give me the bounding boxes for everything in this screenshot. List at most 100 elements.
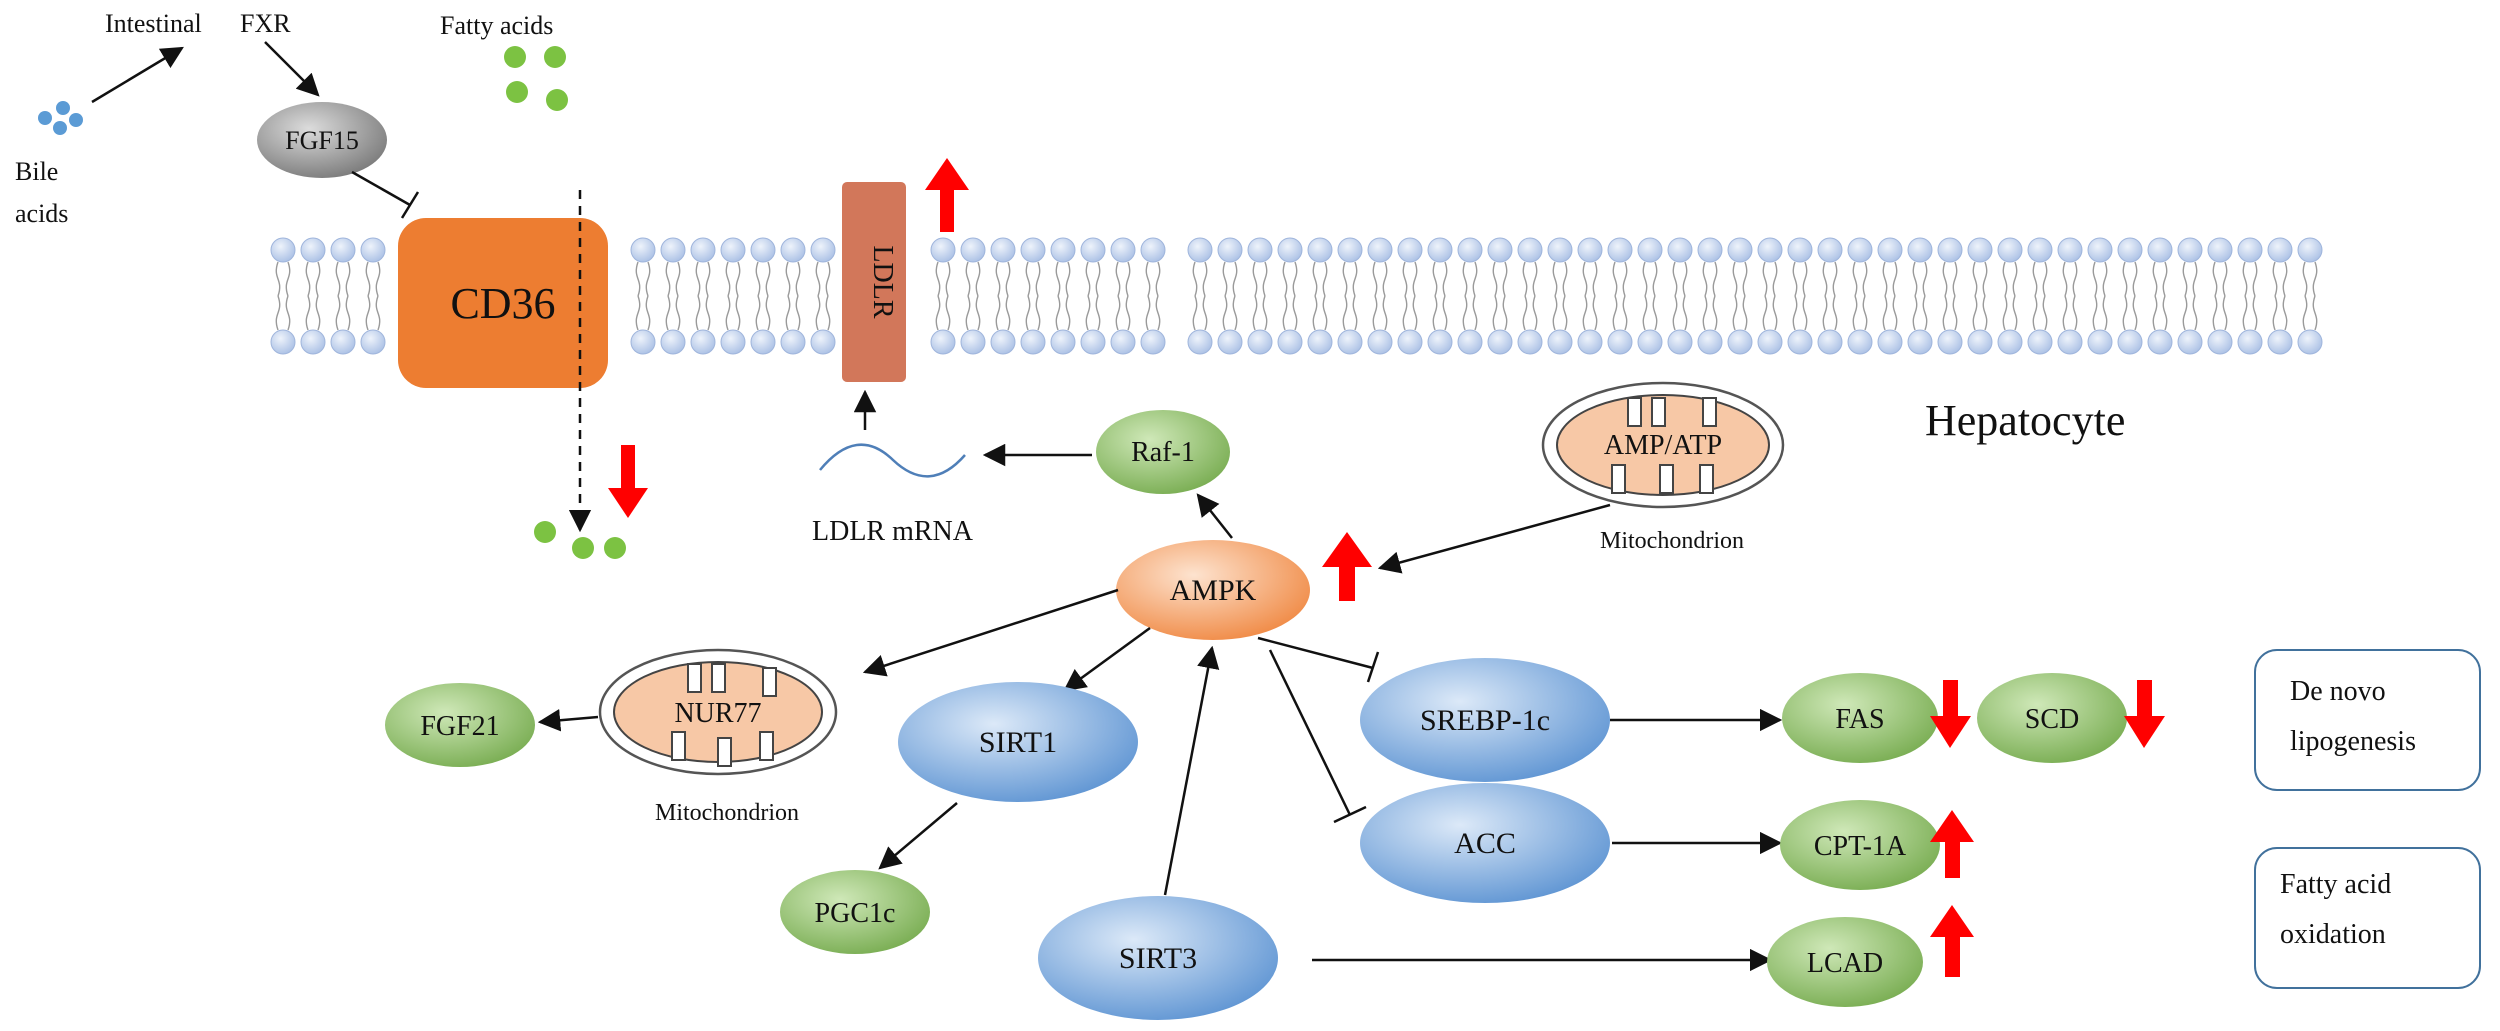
ampk-up-arrow-icon <box>1322 532 1372 601</box>
lipid-head <box>1997 329 2023 355</box>
lipid-tail <box>1582 261 1598 297</box>
lipid-tail <box>1882 261 1898 297</box>
de-novo-line2: lipogenesis <box>2290 726 2416 757</box>
lipid-head <box>810 329 836 355</box>
lipid-tail <box>1672 295 1688 331</box>
lipid-tail <box>1432 261 1448 297</box>
lipid-head <box>1110 237 1136 263</box>
raf1-node <box>1096 410 1230 494</box>
acc-node <box>1360 783 1610 903</box>
lipid-head <box>1577 329 1603 355</box>
lipid-head <box>1817 237 1843 263</box>
lipid-tail <box>1282 261 1298 297</box>
sirt3-label: SIRT3 <box>1119 942 1197 975</box>
ampk-to-nur77-arrow <box>862 588 1119 677</box>
srebp1c-node <box>1360 658 1610 782</box>
lipid-head <box>690 237 716 263</box>
lipid-tail <box>1972 261 1988 297</box>
cd36-transporter <box>398 218 608 388</box>
lipid-head <box>780 329 806 355</box>
lipid-tail <box>1582 295 1598 331</box>
lipid-head <box>1517 329 1543 355</box>
lipid-tail <box>2152 295 2168 331</box>
lipid-head <box>1757 329 1783 355</box>
lipid-head <box>2207 329 2233 355</box>
cpt1a-up-arrow-icon <box>1930 810 1974 878</box>
lipid-tail <box>2182 295 2198 331</box>
lipid-head <box>2237 329 2263 355</box>
lipid-head <box>1187 237 1213 263</box>
bile-to-fxr-arrow <box>91 46 184 104</box>
fatty-acid-dots-bottom <box>534 521 626 559</box>
lipid-tail <box>785 261 801 297</box>
lipid-tail <box>1282 295 1298 331</box>
lipid-tail <box>1702 295 1718 331</box>
lipid-tail <box>2212 261 2228 297</box>
fatty-acid-dots-top <box>504 46 568 111</box>
lipid-tail <box>1312 295 1328 331</box>
lipid-head <box>2087 237 2113 263</box>
lipid-tail <box>1552 295 1568 331</box>
lipid-head <box>270 237 296 263</box>
lipid-head <box>1337 329 1363 355</box>
lipid-tail <box>995 261 1011 297</box>
fao-line1: Fatty acid <box>2280 869 2391 900</box>
sirt1-node <box>898 682 1138 802</box>
lipid-tail <box>335 261 351 297</box>
sirt3-to-ampk-arrow <box>1163 645 1220 896</box>
scd-down-arrow-icon <box>2124 680 2165 748</box>
ampk-inhibit-acc-bar <box>1333 805 1367 824</box>
lipid-tail <box>1612 295 1628 331</box>
lipid-tail <box>2182 261 2198 297</box>
lipid-head <box>750 329 776 355</box>
lipid-tail <box>1762 295 1778 331</box>
lipid-head <box>360 237 386 263</box>
lipid-head <box>2027 237 2053 263</box>
nur77-label: NUR77 <box>674 698 761 729</box>
lipid-tail <box>2002 261 2018 297</box>
lipid-head <box>1967 329 1993 355</box>
lipid-tail <box>2242 261 2258 297</box>
lipid-tail <box>1462 295 1478 331</box>
lipid-tail <box>335 295 351 331</box>
lcad-label: LCAD <box>1807 948 1883 979</box>
lipid-tail <box>1732 295 1748 331</box>
lipid-tail <box>1942 261 1958 297</box>
lipid-head <box>1967 237 1993 263</box>
lipid-tail <box>2122 261 2138 297</box>
pgc1c-node <box>780 870 930 954</box>
lipid-head <box>1397 237 1423 263</box>
lipid-head <box>690 329 716 355</box>
fgf15-node <box>257 102 387 178</box>
lipid-head <box>1427 329 1453 355</box>
srebp1c-label: SREBP-1c <box>1420 704 1550 737</box>
lipid-tail <box>1085 261 1101 297</box>
lipid-head <box>630 237 656 263</box>
lipid-head <box>1487 329 1513 355</box>
lipid-head <box>1217 237 1243 263</box>
amp-atp-label: AMP/ATP <box>1604 430 1722 461</box>
lipid-head <box>1397 329 1423 355</box>
lipid-head <box>2117 329 2143 355</box>
lipid-head <box>1050 329 1076 355</box>
lipid-tail <box>725 261 741 297</box>
lipid-head <box>750 237 776 263</box>
lipid-tail <box>1972 295 1988 331</box>
lipid-head <box>1877 329 1903 355</box>
fgf15-label: FGF15 <box>285 126 359 155</box>
lipid-tail <box>1145 295 1161 331</box>
lipid-head <box>720 237 746 263</box>
lipid-head <box>960 237 986 263</box>
ldlr-mrna-wave <box>819 443 966 478</box>
lipid-head <box>2057 237 2083 263</box>
lipid-tail <box>1252 261 1268 297</box>
ampk-to-sirt1-arrow <box>1063 626 1151 692</box>
lipid-head <box>1607 237 1633 263</box>
lipid-head <box>1817 329 1843 355</box>
de-novo-line1: De novo <box>2290 676 2386 707</box>
lipid-tail <box>2122 295 2138 331</box>
lipid-head <box>1247 329 1273 355</box>
acc-label: ACC <box>1454 827 1516 860</box>
lipid-head <box>1020 237 1046 263</box>
lipid-tail <box>935 295 951 331</box>
